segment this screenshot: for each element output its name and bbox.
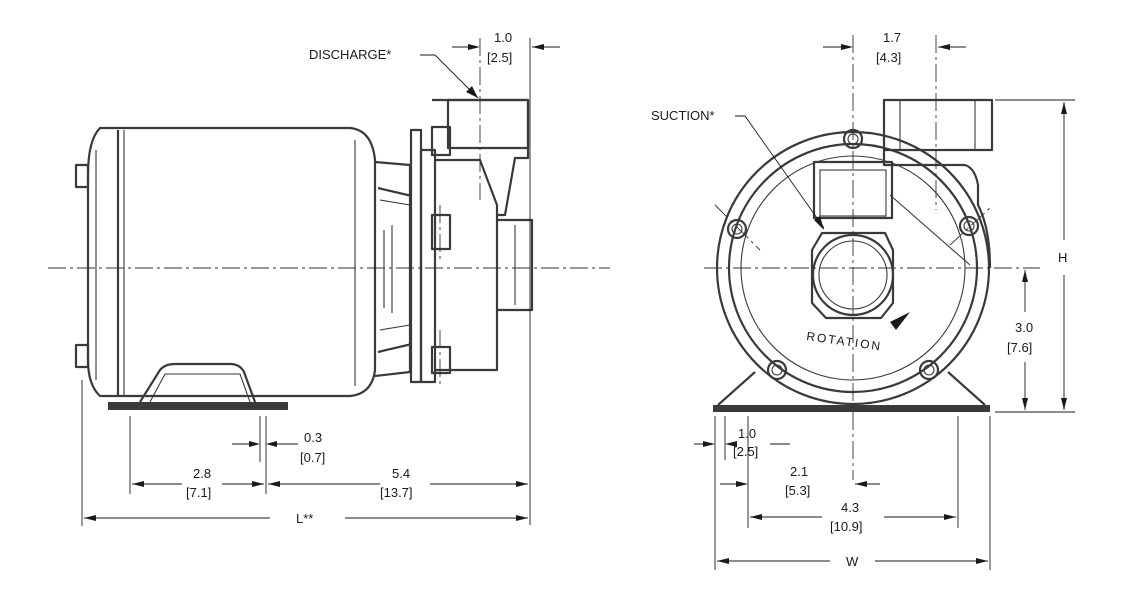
front-discharge-offset-in: 1.7 bbox=[883, 30, 901, 45]
mounting-foot bbox=[108, 362, 288, 410]
suction-hex bbox=[810, 231, 895, 320]
center-height-in: 3.0 bbox=[1015, 320, 1033, 335]
foot-slot-in: 0.3 bbox=[304, 430, 322, 445]
height-label: H bbox=[1058, 250, 1067, 265]
hole-span-in: 4.3 bbox=[841, 500, 859, 515]
bolt-hole-right bbox=[958, 215, 980, 237]
foot-span-in: 2.8 bbox=[193, 466, 211, 481]
foot-edge-cm: [2.5] bbox=[733, 444, 758, 459]
rotation-arrow-icon bbox=[890, 312, 910, 330]
center-to-hole-in: 2.1 bbox=[790, 464, 808, 479]
front-discharge-offset-cm: [4.3] bbox=[876, 50, 901, 65]
discharge-offset-cm: [2.5] bbox=[487, 50, 512, 65]
foot-span-cm: [7.1] bbox=[186, 485, 211, 500]
foot-edge-in: 1.0 bbox=[738, 426, 756, 441]
front-view: ROTATION SUCTION* 1.7 [4.3] H 3.0 [7 bbox=[651, 30, 1075, 570]
discharge-label: DISCHARGE* bbox=[309, 47, 391, 62]
bolt-hole-bottom-left bbox=[766, 359, 788, 381]
center-height-cm: [7.6] bbox=[1007, 340, 1032, 355]
front-base bbox=[713, 371, 990, 412]
foot-to-inlet-cm: [13.7] bbox=[380, 485, 413, 500]
foot-to-inlet-in: 5.4 bbox=[392, 466, 410, 481]
center-to-hole-cm: [5.3] bbox=[785, 483, 810, 498]
rotation-label: ROTATION bbox=[806, 329, 883, 353]
suction-label: SUCTION* bbox=[651, 108, 715, 123]
motor-bracket bbox=[374, 160, 413, 378]
motor-housing bbox=[74, 126, 377, 398]
foot-slot-cm: [0.7] bbox=[300, 450, 325, 465]
width-label: W bbox=[846, 554, 859, 569]
bolt-hole-left bbox=[726, 218, 748, 240]
hole-span-cm: [10.9] bbox=[830, 519, 863, 534]
pump-head bbox=[409, 98, 534, 384]
bolt-hole-bottom-right bbox=[918, 359, 940, 381]
length-label: L** bbox=[296, 511, 313, 526]
discharge-offset-in: 1.0 bbox=[494, 30, 512, 45]
volute-body bbox=[715, 98, 994, 406]
side-view: DISCHARGE* 1.0 [2.5] 0.3 [0.7] 2.8 [7.1]… bbox=[48, 30, 610, 526]
